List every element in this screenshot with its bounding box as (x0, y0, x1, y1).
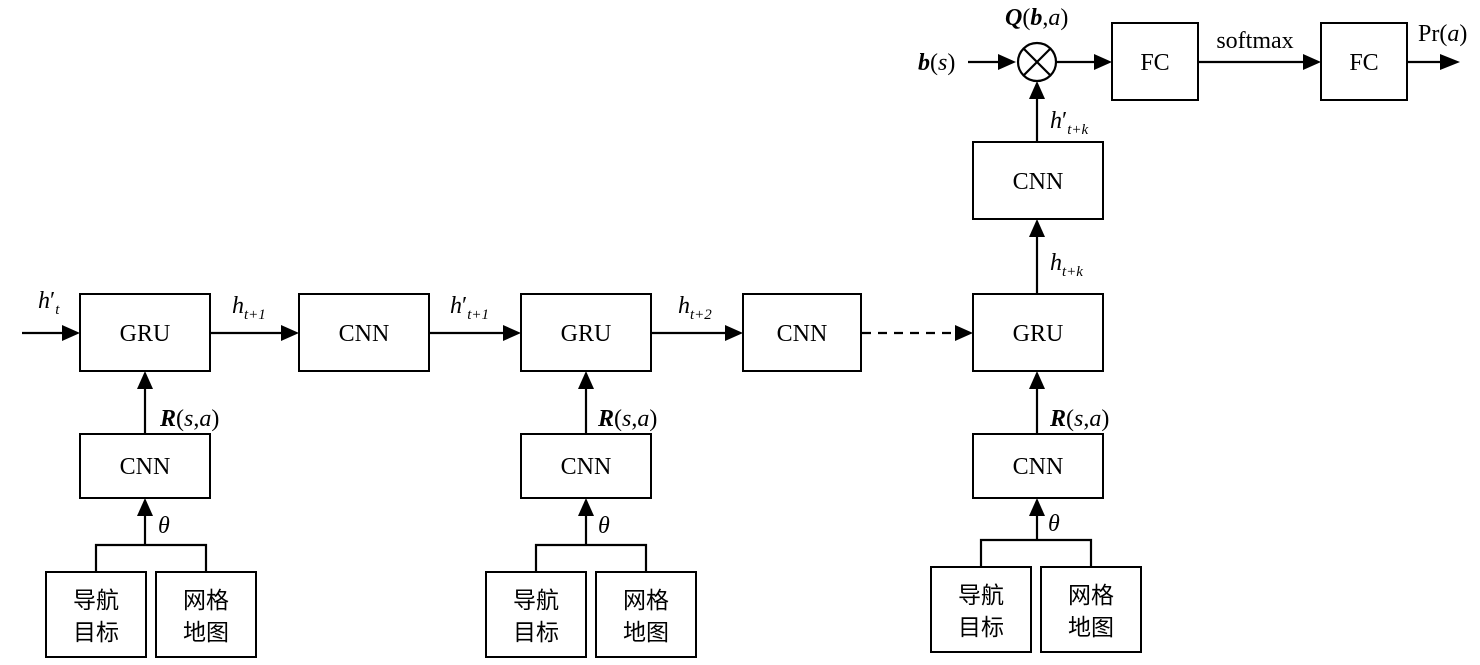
gru-block-1-label: GRU (120, 321, 171, 347)
nav-goal-box-1 (45, 571, 147, 658)
theta-label-1: θ (158, 513, 170, 539)
nav-goal-line2-2: 目标 (513, 620, 559, 646)
grid-map-line1-2: 网格 (623, 588, 669, 614)
nav-goal-line2-1: 目标 (73, 620, 119, 646)
arrow-inputs-to-cnn-3-head (1029, 498, 1045, 516)
b-of-s-label: b(s) (918, 50, 955, 76)
vertical-chain: CNN h′t+k ht+k (972, 81, 1104, 294)
r-of-s-a-label-1: R(s,a) (159, 406, 219, 432)
arrow-multiply-to-fc1-head (1094, 54, 1112, 70)
cnn-block-bottom-2-label: CNN (561, 454, 612, 480)
arrow-cnn1-to-gru2-head (503, 325, 521, 341)
nav-goal-box-2 (485, 571, 587, 658)
h-prime-t-plus-k-label: h′t+k (1050, 108, 1089, 138)
h-prime-t-plus-1-label: h′t+1 (450, 293, 489, 323)
input-merge-connector-1 (94, 543, 208, 572)
h-t-plus-1-label: ht+1 (232, 293, 266, 323)
fc-block-2-label: FC (1349, 50, 1378, 76)
gru-block-1 (79, 293, 211, 372)
fc-block-1-label: FC (1140, 50, 1169, 76)
nav-goal-line1-3: 导航 (958, 583, 1004, 609)
cnn-block-mid-2 (742, 293, 862, 372)
softmax-label: softmax (1216, 28, 1293, 54)
arrow-gru1-to-cnn1-head (281, 325, 299, 341)
gru-block-2-label: GRU (561, 321, 612, 347)
r-of-s-a-label-2: R(s,a) (597, 406, 657, 432)
cnn-block-mid-1 (298, 293, 430, 372)
nav-goal-line1-2: 导航 (513, 588, 559, 614)
arrow-input-head (62, 325, 80, 341)
grid-map-line2-2: 地图 (623, 620, 669, 646)
h-t-plus-2-label: ht+2 (678, 293, 712, 323)
input-stack-3: R(s,a) CNN θ 导航 目标 网格 地图 (930, 371, 1142, 653)
input-stack-2: R(s,a) CNN θ 导航 目标 网格 地图 (485, 371, 697, 658)
grid-map-line1-1: 网格 (183, 588, 229, 614)
theta-label-3: θ (1048, 511, 1060, 537)
nav-goal-box-3 (930, 566, 1032, 653)
arrow-gru2-to-cnn2-head (725, 325, 743, 341)
arrow-cnn-to-gru-1-head (137, 371, 153, 389)
arrow-gru-to-cnn-top-head (1029, 219, 1045, 237)
arrow-cnn-to-gru-3-head (1029, 371, 1045, 389)
grid-map-box-3 (1040, 566, 1142, 653)
grid-map-line1-3: 网格 (1068, 583, 1114, 609)
cnn-block-bottom-2 (520, 433, 652, 499)
arrow-b-to-multiply-head (998, 54, 1016, 70)
theta-label-2: θ (598, 513, 610, 539)
cnn-block-mid-2-label: CNN (777, 321, 828, 347)
gru-block-k-label: GRU (1013, 321, 1064, 347)
cnn-block-bottom-1-label: CNN (120, 454, 171, 480)
cnn-block-top-label: CNN (1013, 169, 1064, 195)
grid-map-line2-1: 地图 (183, 620, 229, 646)
arrow-dashed-continuation-head (955, 325, 973, 341)
nav-goal-line2-3: 目标 (958, 615, 1004, 641)
output-head: b(s) Q(b,a) FC softmax FC Pr(a) (918, 5, 1467, 101)
recurrent-row: h′t GRU ht+1 CNN h′t+1 GRU ht+2 CNN GRU (22, 288, 1104, 372)
grid-map-box-1 (155, 571, 257, 658)
fc-block-1 (1111, 22, 1199, 101)
input-merge-connector-3 (979, 538, 1093, 567)
arrow-fc1-to-fc2-head (1303, 54, 1321, 70)
r-of-s-a-label-3: R(s,a) (1049, 406, 1109, 432)
grid-map-line2-3: 地图 (1068, 615, 1114, 641)
cnn-block-bottom-3 (972, 433, 1104, 499)
arrow-output-head (1440, 54, 1460, 70)
grid-map-box-2 (595, 571, 697, 658)
cnn-block-bottom-3-label: CNN (1013, 454, 1064, 480)
pr-of-a-label: Pr(a) (1418, 21, 1467, 47)
input-merge-connector-2 (534, 543, 648, 572)
h-prime-t-label: h′t (38, 288, 60, 318)
multiply-node (1016, 41, 1058, 83)
gru-block-2 (520, 293, 652, 372)
q-of-b-a-label: Q(b,a) (1005, 5, 1068, 31)
h-t-plus-k-label: ht+k (1050, 250, 1083, 280)
gru-block-k (972, 293, 1104, 372)
nav-goal-line1-1: 导航 (73, 588, 119, 614)
cnn-block-mid-1-label: CNN (339, 321, 390, 347)
input-stack-1: R(s,a) CNN θ 导航 目标 网格 地图 (45, 371, 257, 658)
arrow-inputs-to-cnn-2-head (578, 498, 594, 516)
arrow-cnn-to-multiply-head (1029, 81, 1045, 99)
fc-block-2 (1320, 22, 1408, 101)
arrow-cnn-to-gru-2-head (578, 371, 594, 389)
arrow-inputs-to-cnn-1-head (137, 498, 153, 516)
cnn-block-bottom-1 (79, 433, 211, 499)
